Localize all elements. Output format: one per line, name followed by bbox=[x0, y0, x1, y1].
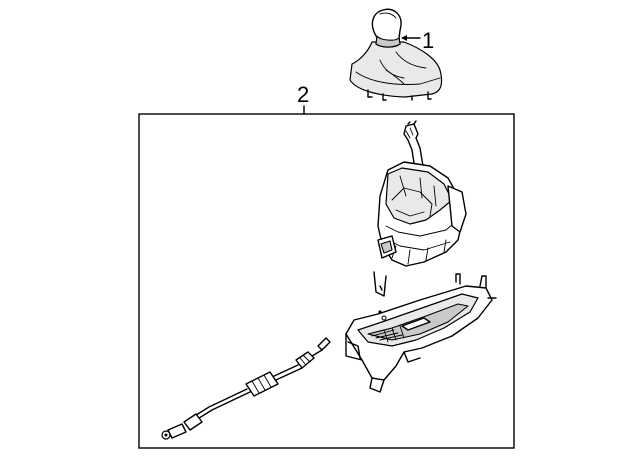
console-tray-part bbox=[345, 273, 497, 393]
shifter-mechanism-part bbox=[373, 120, 467, 297]
shift-knob-part bbox=[349, 8, 443, 101]
assembly-frame bbox=[138, 113, 515, 449]
callout-2-label: 2 bbox=[297, 82, 309, 107]
shift-cable-part bbox=[161, 337, 331, 440]
callout-1-label: 1 bbox=[422, 28, 434, 53]
